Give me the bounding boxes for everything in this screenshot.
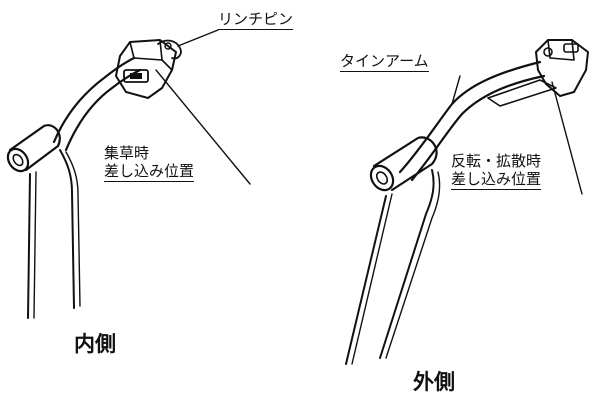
inner-tine-assembly bbox=[6, 39, 182, 319]
outer-tine-assembly bbox=[345, 39, 589, 365]
leader-linch-pin bbox=[177, 29, 219, 47]
leader-spread bbox=[551, 81, 583, 195]
collect-position-line1: 集草時 bbox=[104, 144, 150, 162]
outer-tine-left bbox=[345, 195, 387, 365]
leader-collect bbox=[155, 69, 251, 185]
inner-roller bbox=[8, 124, 61, 172]
inner-tine-left bbox=[27, 173, 31, 319]
outer-tine-right bbox=[379, 169, 435, 359]
inner-bracket bbox=[115, 39, 177, 99]
spread-position-line1: 反転・拡散時 bbox=[451, 152, 542, 170]
inner-tine-arm bbox=[52, 56, 136, 144]
outer-bracket bbox=[535, 39, 589, 97]
outer-roller bbox=[372, 136, 438, 192]
linch-pin-label: リンチピン bbox=[218, 10, 294, 30]
outer-tine-arm-edge bbox=[410, 74, 546, 182]
inner-side-caption: 内側 bbox=[74, 332, 116, 356]
outer-pin-slot bbox=[563, 43, 579, 53]
leader-lines bbox=[155, 29, 583, 195]
collect-position-line2: 差し込み位置 bbox=[104, 162, 195, 182]
spread-position-label: 反転・拡散時 差し込み位置 bbox=[451, 152, 542, 190]
tine-arm-label: タインアーム bbox=[340, 52, 429, 72]
spread-position-line2: 差し込み位置 bbox=[451, 170, 542, 190]
collect-position-label: 集草時 差し込み位置 bbox=[104, 144, 195, 182]
outer-side-caption: 外側 bbox=[413, 370, 455, 394]
leader-tine-arm bbox=[451, 75, 461, 105]
linch-pin bbox=[157, 39, 182, 60]
inner-tine-right bbox=[59, 149, 75, 309]
inner-pin-slot bbox=[123, 69, 149, 83]
